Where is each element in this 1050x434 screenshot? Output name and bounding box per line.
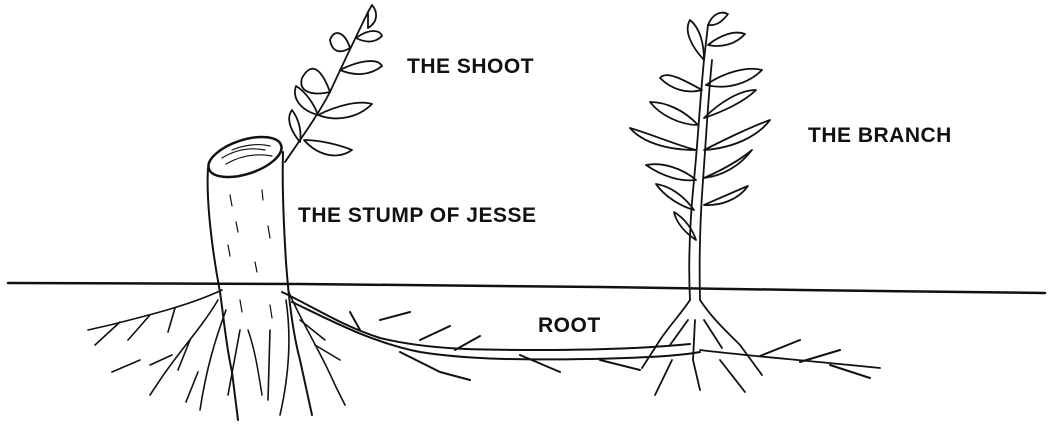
label-the-shoot: THE SHOOT bbox=[407, 55, 534, 79]
label-the-stump-of-jesse: THE STUMP OF JESSE bbox=[298, 204, 537, 228]
branch bbox=[630, 13, 770, 395]
shoot bbox=[285, 5, 382, 162]
stump bbox=[204, 129, 312, 420]
label-root: ROOT bbox=[538, 314, 601, 338]
ground-line bbox=[8, 283, 1045, 293]
label-the-branch: THE BRANCH bbox=[808, 124, 952, 148]
